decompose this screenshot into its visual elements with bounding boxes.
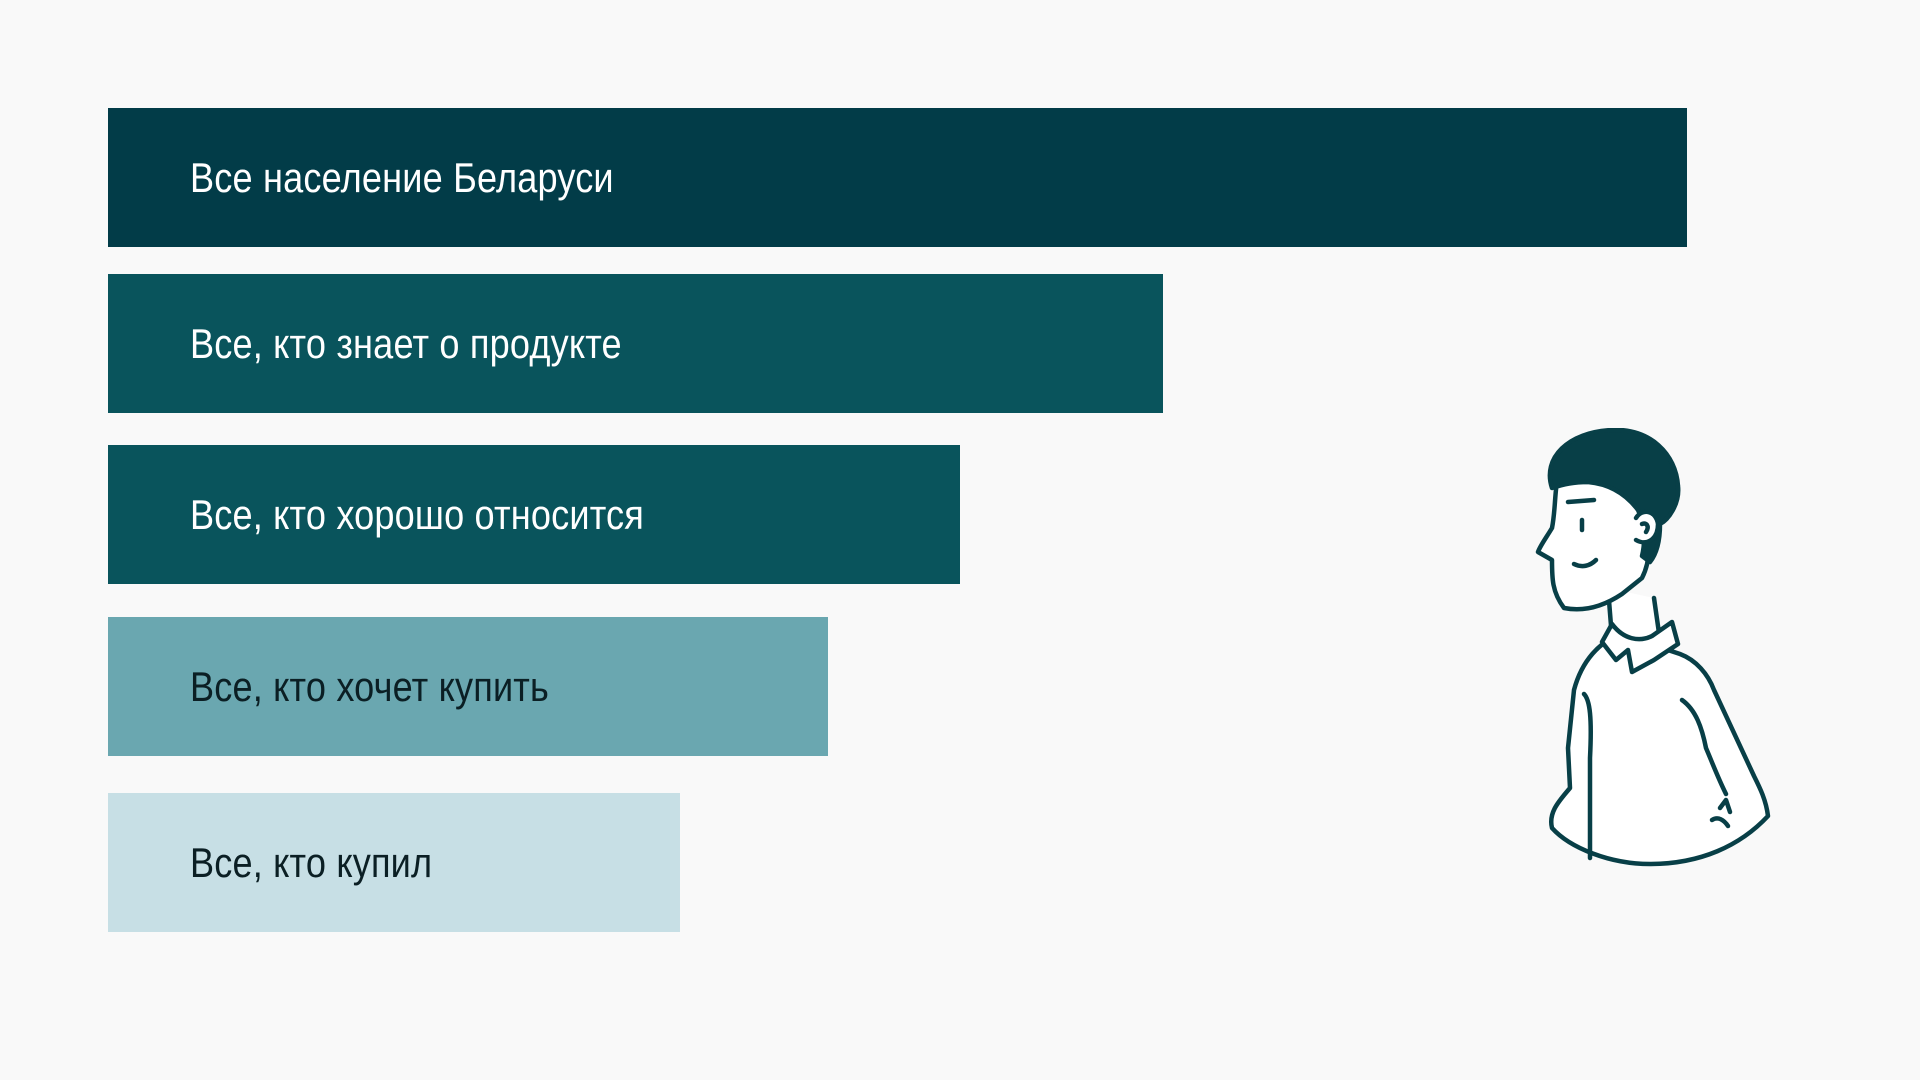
person-hand xyxy=(1709,797,1733,829)
funnel-stage-1-label: Все население Беларуси xyxy=(190,153,614,201)
person-collar xyxy=(1599,619,1681,675)
person-illustration-icon xyxy=(1535,428,1771,867)
person-brow xyxy=(1565,497,1597,505)
person-arm-right xyxy=(1679,697,1729,797)
person-ear-detail xyxy=(1639,521,1650,535)
funnel-stage-2-label: Все, кто знает о продукте xyxy=(190,319,622,367)
funnel-stage-5: Все, кто купил xyxy=(108,793,680,932)
funnel-stage-3: Все, кто хорошо относится xyxy=(108,445,960,584)
funnel-stage-1: Все население Беларуси xyxy=(108,108,1687,247)
person-smile xyxy=(1571,557,1599,569)
funnel-stage-3-label: Все, кто хорошо относится xyxy=(190,490,644,538)
funnel-stage-2: Все, кто знает о продукте xyxy=(108,274,1163,413)
funnel-stage-4-label: Все, кто хочет купить xyxy=(190,662,549,710)
person-face xyxy=(1535,465,1651,612)
person-body xyxy=(1548,631,1771,867)
funnel-stage-4: Все, кто хочет купить xyxy=(108,617,828,756)
person-arm-left xyxy=(1581,691,1593,861)
funnel-stage-5-label: Все, кто купил xyxy=(190,838,433,886)
